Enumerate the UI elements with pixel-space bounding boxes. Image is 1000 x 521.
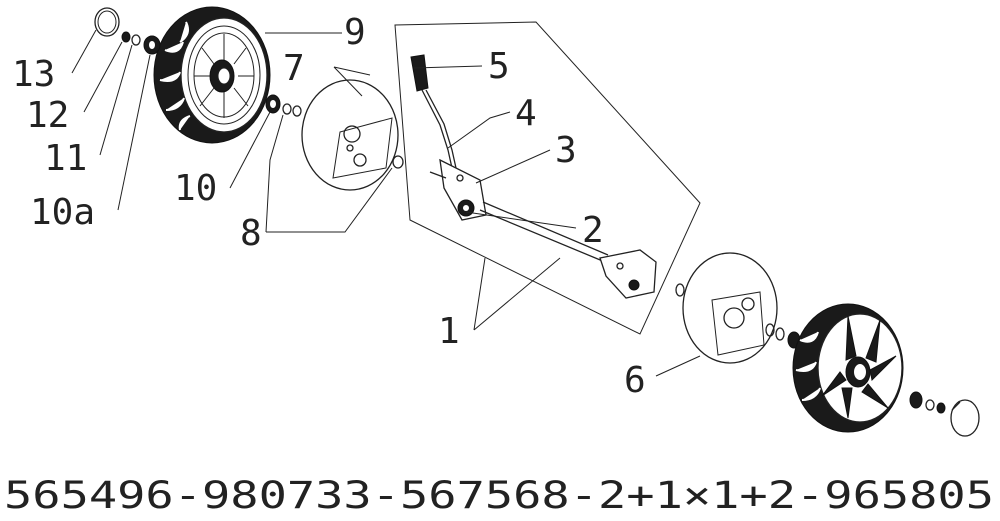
left-wheel-icon <box>153 6 271 144</box>
hubcap-icon <box>950 399 980 437</box>
axle-assembly-outline <box>394 21 701 335</box>
callout-2: 2 <box>582 210 604 251</box>
callout-11: 11 <box>44 138 87 179</box>
washer-8-left-icon <box>282 103 404 169</box>
right-hub-parts-icon <box>909 391 946 414</box>
retaining-ring-13-icon <box>94 7 120 37</box>
washer-12-icon <box>121 31 131 43</box>
callout-3: 3 <box>555 130 577 171</box>
washer-11-icon <box>131 34 141 46</box>
bearing-10-icon <box>265 94 281 114</box>
callout-10: 10 <box>174 168 217 209</box>
washer-right-icon <box>675 283 685 297</box>
callout-9: 9 <box>344 12 366 53</box>
footer-part-code: 565496-980733-567568-2+1×1+2-965805 <box>4 474 994 517</box>
height-adjust-lever-icon <box>410 54 457 169</box>
axle-rod-icon <box>479 201 609 263</box>
callout-6: 6 <box>624 360 646 401</box>
callout-5: 5 <box>488 46 510 87</box>
left-plate-icon <box>301 79 399 191</box>
callout-4: 4 <box>515 93 537 134</box>
bearing-10a-icon <box>143 35 161 55</box>
right-wheel-icon <box>792 303 904 433</box>
right-plate-icon <box>682 252 778 364</box>
leader-lines <box>71 29 701 377</box>
callout-8: 8 <box>240 213 262 254</box>
callout-10a: 10a <box>30 192 95 233</box>
lever-bracket-icon <box>429 158 487 221</box>
callout-1: 1 <box>438 311 460 352</box>
callout-13: 13 <box>12 54 55 95</box>
right-bracket-icon <box>599 249 657 299</box>
callout-12: 12 <box>26 95 69 136</box>
callout-7: 7 <box>283 48 305 89</box>
